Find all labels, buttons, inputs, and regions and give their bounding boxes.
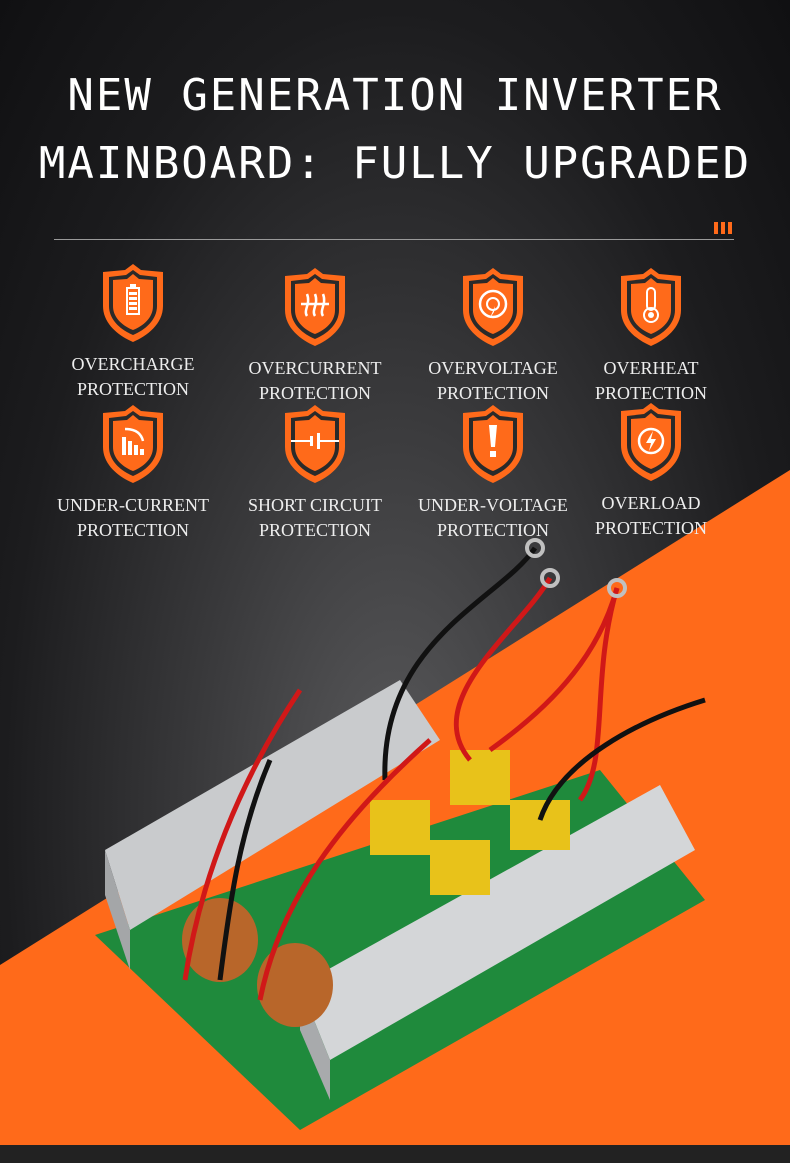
- feature-short-circuit: SHORT CIRCUIT PROTECTION: [230, 403, 400, 543]
- feature-overload: OVERLOAD PROTECTION: [566, 401, 736, 541]
- feature-overheat: OVERHEAT PROTECTION: [566, 266, 736, 406]
- feature-overcurrent: OVERCURRENT PROTECTION: [230, 266, 400, 406]
- toroid-inductors: [182, 898, 333, 1027]
- feature-label: PROTECTION: [437, 520, 549, 540]
- thermometer-icon: [621, 268, 681, 346]
- bottom-band: [0, 1145, 790, 1163]
- exclamation-icon: [463, 405, 523, 483]
- divider: [54, 239, 734, 240]
- headline-line-1: NEW GENERATION INVERTER: [67, 70, 723, 121]
- feature-label: OVERVOLTAGE: [428, 358, 558, 378]
- battery-icon: [103, 264, 163, 342]
- feature-label: UNDER-CURRENT: [57, 495, 209, 515]
- heat-sink-right: [300, 785, 695, 1060]
- feature-label: OVERCURRENT: [248, 358, 382, 378]
- feature-overvoltage: OVERVOLTAGE PROTECTION: [408, 266, 578, 406]
- feature-label: PROTECTION: [77, 379, 189, 399]
- feature-label: OVERHEAT: [603, 358, 699, 378]
- transformers: [370, 750, 570, 895]
- feature-overcharge: OVERCHARGE PROTECTION: [48, 262, 218, 402]
- heat-sink-left: [105, 680, 440, 930]
- voltage-gauge-icon: [463, 268, 523, 346]
- feature-label: PROTECTION: [77, 520, 189, 540]
- feature-label: PROTECTION: [595, 383, 707, 403]
- capacitor-icon: [285, 405, 345, 483]
- feature-label: OVERLOAD: [601, 493, 701, 513]
- feature-label: UNDER-VOLTAGE: [418, 495, 568, 515]
- feature-label: PROTECTION: [259, 520, 371, 540]
- feature-label: PROTECTION: [437, 383, 549, 403]
- decorative-bars-icon: [714, 222, 732, 234]
- headline-line-2: MAINBOARD: FULLY UPGRADED: [38, 138, 752, 189]
- feature-under-current: UNDER-CURRENT PROTECTION: [48, 403, 218, 543]
- feature-label: OVERCHARGE: [71, 354, 195, 374]
- feature-label: SHORT CIRCUIT: [247, 495, 383, 515]
- falling-bars-icon: [103, 405, 163, 483]
- heat-waves-icon: [285, 268, 345, 346]
- feature-under-voltage: UNDER-VOLTAGE PROTECTION: [408, 403, 578, 543]
- lightning-circle-icon: [621, 403, 681, 481]
- feature-label: PROTECTION: [595, 518, 707, 538]
- feature-label: PROTECTION: [259, 383, 371, 403]
